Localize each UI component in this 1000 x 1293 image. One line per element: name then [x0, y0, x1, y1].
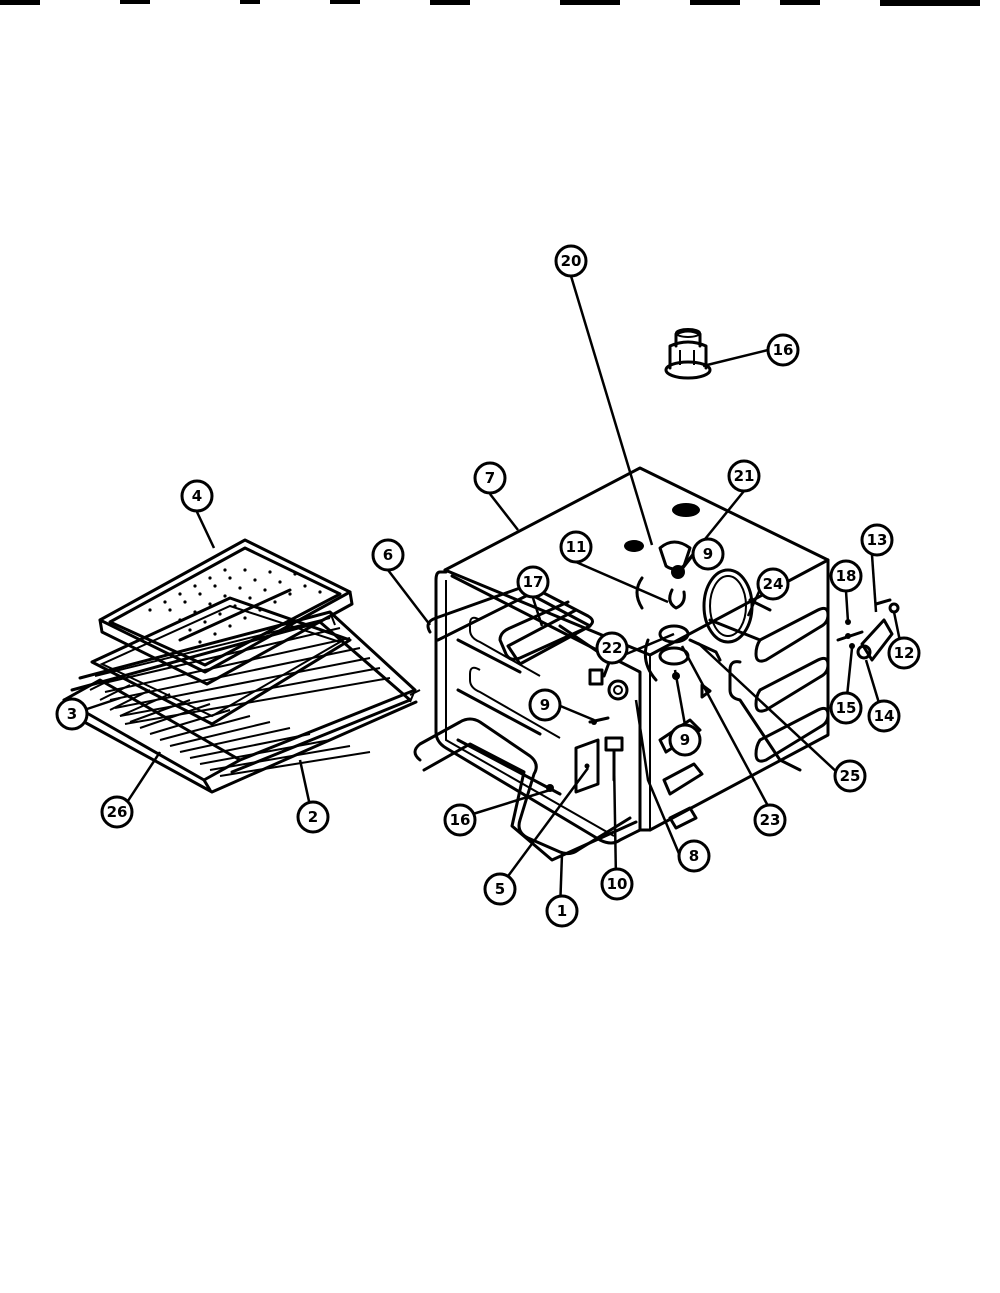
callout-15: 15 [829, 691, 863, 725]
pan-insert-part [90, 596, 352, 726]
callout-18: 18 [829, 559, 863, 593]
svg-text:16: 16 [450, 811, 471, 829]
svg-text:1: 1 [557, 902, 567, 920]
oven-cavity-part [434, 466, 830, 845]
callout-9-left: 9 [528, 688, 562, 722]
svg-text:18: 18 [836, 567, 857, 585]
callout-26: 26 [100, 795, 134, 829]
side-rack-rails [456, 606, 830, 796]
svg-text:8: 8 [689, 847, 699, 865]
callout-1: 1 [545, 894, 579, 928]
svg-text:10: 10 [607, 875, 628, 893]
callout-24: 24 [756, 567, 790, 601]
callout-10: 10 [600, 867, 634, 901]
callout-16: 16 [443, 803, 477, 837]
callout-23: 23 [753, 803, 787, 837]
callout-25: 25 [833, 759, 867, 793]
callout-12: 12 [887, 636, 921, 670]
callout-4: 4 [180, 479, 214, 513]
callout-20: 20 [554, 244, 588, 278]
svg-text:21: 21 [734, 467, 755, 485]
svg-text:13: 13 [867, 531, 888, 549]
svg-text:11: 11 [566, 538, 587, 556]
callout-9-middle: 9 [668, 723, 702, 757]
callout-7: 7 [473, 461, 507, 495]
svg-text:15: 15 [836, 699, 857, 717]
callout-5: 5 [483, 872, 517, 906]
callout-14: 14 [867, 699, 901, 733]
terminal-connector-part [664, 328, 712, 380]
svg-text:23: 23 [760, 811, 781, 829]
svg-text:7: 7 [485, 469, 495, 487]
callout-3: 3 [55, 697, 89, 731]
broil-element-part [426, 584, 612, 686]
callout-8: 8 [677, 839, 711, 873]
svg-text:5: 5 [495, 880, 505, 898]
callout-6: 6 [371, 538, 405, 572]
callout-16-top: 16 [766, 333, 800, 367]
svg-text:4: 4 [192, 487, 202, 505]
svg-text:12: 12 [894, 644, 915, 662]
callout-9-upper: 9 [691, 537, 725, 571]
callout-17: 17 [516, 565, 550, 599]
cropped-header-marks [0, 0, 1000, 6]
svg-text:24: 24 [763, 575, 784, 593]
svg-text:20: 20 [561, 252, 582, 270]
svg-text:17: 17 [523, 573, 544, 591]
svg-text:3: 3 [67, 705, 77, 723]
svg-text:14: 14 [874, 707, 895, 725]
svg-text:2: 2 [308, 808, 318, 826]
svg-text:22: 22 [602, 639, 623, 657]
callout-2: 2 [296, 800, 330, 834]
svg-text:16: 16 [773, 341, 794, 359]
callout-13: 13 [860, 523, 894, 557]
svg-text:9: 9 [703, 545, 713, 563]
svg-text:9: 9 [680, 731, 690, 749]
svg-text:26: 26 [107, 803, 128, 821]
svg-text:9: 9 [540, 696, 550, 714]
svg-text:25: 25 [840, 767, 861, 785]
svg-text:6: 6 [383, 546, 393, 564]
oven-rack-parts [62, 610, 421, 794]
callout-21: 21 [727, 459, 761, 493]
callout-11: 11 [559, 530, 593, 564]
callout-22: 22 [595, 631, 629, 665]
